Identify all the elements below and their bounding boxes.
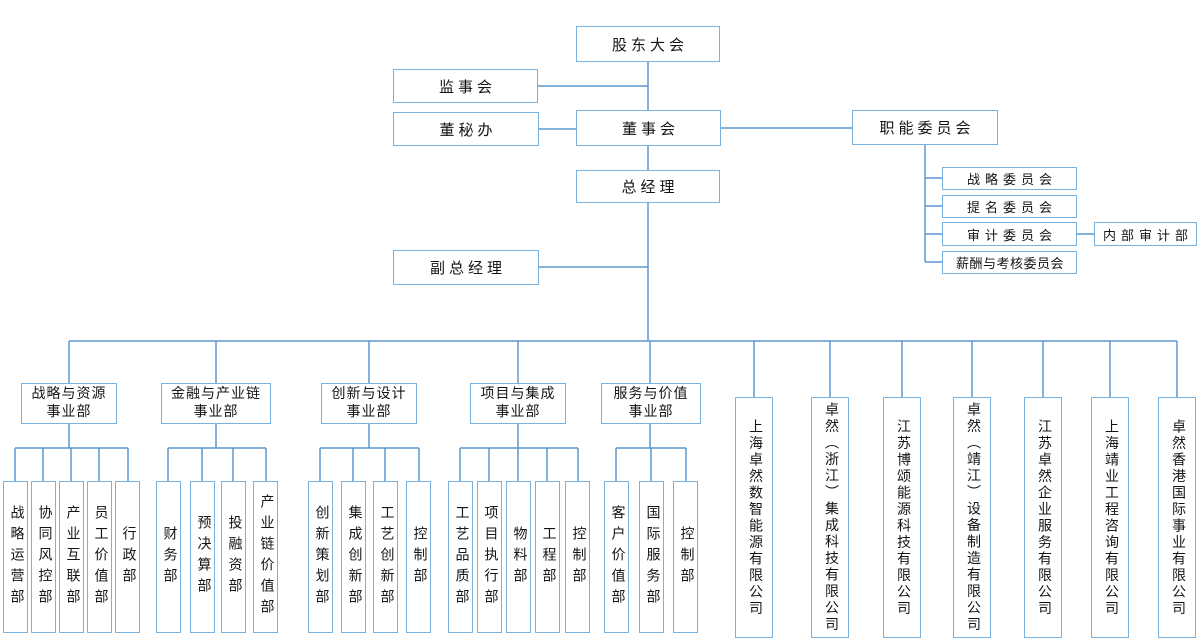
- node-board-of-directors: 董事会: [576, 110, 721, 146]
- department-box: 预决算部: [190, 481, 215, 633]
- department-box: 客户价值部: [604, 481, 629, 633]
- department-box: 国际服务部: [639, 481, 664, 633]
- department-box: 控制部: [565, 481, 590, 633]
- department-box: 员工价值部: [87, 481, 112, 633]
- subsidiary-box: 上海靖业工程咨询有限公司: [1091, 397, 1129, 638]
- node-strategy-committee: 战略委员会: [942, 167, 1077, 190]
- department-box: 创新策划部: [308, 481, 333, 633]
- node-deputy-general-manager: 副总经理: [393, 250, 539, 285]
- subsidiary-box: 卓然香港国际事业有限公司: [1158, 397, 1196, 638]
- department-box: 协同风控部: [31, 481, 56, 633]
- division-name-line: 事业部: [495, 404, 541, 420]
- node-internal-audit-dept: 内部审计部: [1094, 222, 1197, 246]
- division-strategy-resources: 战略与资源 事业部: [21, 383, 117, 424]
- department-box: 财务部: [156, 481, 181, 633]
- division-name-line: 事业部: [346, 404, 392, 420]
- department-box: 行政部: [115, 481, 140, 633]
- department-box: 产业链价值部: [253, 481, 278, 633]
- subsidiary-box: 上海卓然数智能源有限公司: [735, 397, 773, 638]
- node-functional-committees: 职能委员会: [852, 110, 998, 145]
- department-box: 物料部: [506, 481, 531, 633]
- division-name-line: 服务与价值: [613, 386, 689, 402]
- department-box: 工艺品质部: [448, 481, 473, 633]
- subsidiary-box: 卓然（浙江）集成科技有限公司: [811, 397, 849, 638]
- department-box: 工艺创新部: [373, 481, 398, 633]
- department-box: 项目执行部: [477, 481, 502, 633]
- department-box: 控制部: [406, 481, 431, 633]
- node-general-manager: 总经理: [576, 170, 720, 203]
- division-name-line: 事业部: [628, 404, 674, 420]
- department-box: 工程部: [535, 481, 560, 633]
- division-name-line: 事业部: [193, 404, 239, 420]
- node-shareholders-meeting: 股东大会: [576, 26, 720, 62]
- division-name-line: 创新与设计: [331, 386, 407, 402]
- node-board-secretary-office: 董秘办: [393, 112, 539, 146]
- division-name-line: 金融与产业链: [171, 386, 261, 402]
- division-service-value: 服务与价值 事业部: [601, 383, 701, 424]
- node-compensation-assessment-committee: 薪酬与考核委员会: [942, 251, 1077, 274]
- division-name-line: 事业部: [46, 404, 92, 420]
- subsidiary-box: 江苏卓然企业服务有限公司: [1024, 397, 1062, 638]
- node-supervisory-board: 监事会: [393, 69, 538, 103]
- node-nomination-committee: 提名委员会: [942, 195, 1077, 218]
- department-box: 战略运营部: [3, 481, 28, 633]
- subsidiary-box: 卓然（靖江）设备制造有限公司: [953, 397, 991, 638]
- department-box: 产业互联部: [59, 481, 84, 633]
- subsidiary-box: 江苏博颂能源科技有限公司: [883, 397, 921, 638]
- department-box: 集成创新部: [341, 481, 366, 633]
- division-name-line: 战略与资源: [31, 386, 107, 402]
- department-box: 投融资部: [221, 481, 246, 633]
- node-audit-committee: 审计委员会: [942, 222, 1077, 246]
- department-box: 控制部: [673, 481, 698, 633]
- division-finance-industry-chain: 金融与产业链 事业部: [161, 383, 271, 424]
- division-project-integration: 项目与集成 事业部: [470, 383, 566, 424]
- division-name-line: 项目与集成: [480, 386, 556, 402]
- division-innovation-design: 创新与设计 事业部: [321, 383, 417, 424]
